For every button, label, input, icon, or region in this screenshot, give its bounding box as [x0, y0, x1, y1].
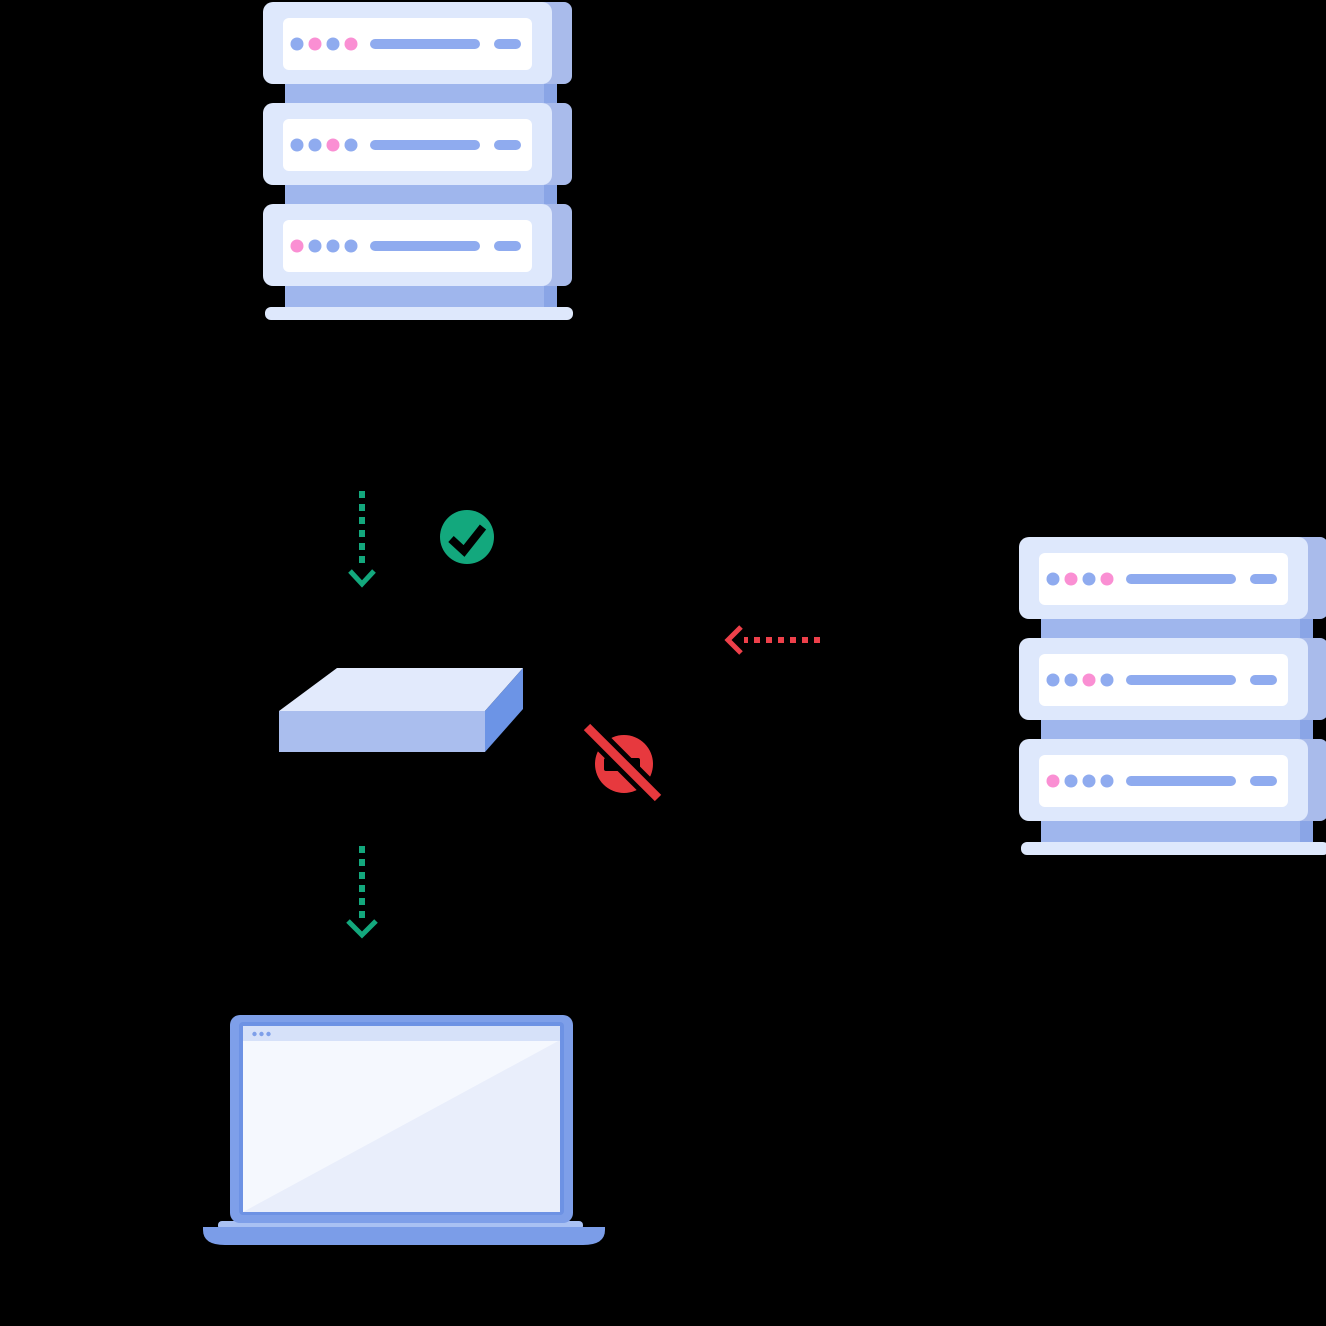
allowed-arrow-top [348, 491, 376, 588]
check-circle-icon [440, 510, 494, 564]
filter-box [279, 668, 523, 752]
laptop [203, 1015, 605, 1245]
server-stack-right [1019, 537, 1326, 855]
allowed-arrow-bottom [346, 846, 378, 939]
browser-titlebar [243, 1026, 560, 1041]
laptop-screen [243, 1026, 560, 1212]
blocked-arrow-right [724, 625, 820, 655]
server-stack-top [263, 2, 573, 320]
laptop-base [203, 1227, 605, 1245]
browser-window-dots-icon [252, 1031, 271, 1037]
blocked-icon [580, 720, 665, 805]
